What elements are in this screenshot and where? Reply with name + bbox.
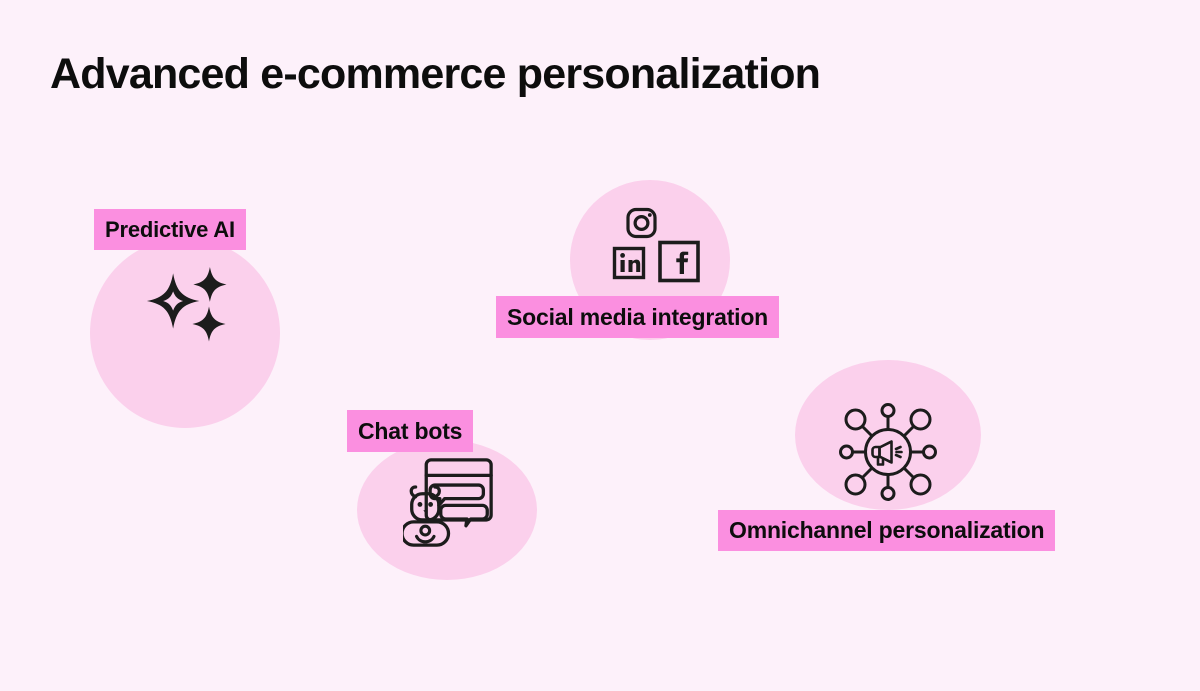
decorative-blob-chat-bots xyxy=(357,440,537,580)
instagram-icon xyxy=(626,207,657,239)
chatbot-icon xyxy=(403,455,495,550)
page-title: Advanced e-commerce personalization xyxy=(50,50,821,98)
badge-social-media-integration[interactable]: Social media integration xyxy=(496,296,780,338)
facebook-icon xyxy=(658,240,700,283)
decorative-blob-predictive-ai xyxy=(90,238,280,428)
linkedin-icon xyxy=(612,246,646,280)
omnichannel-megaphone-icon xyxy=(838,402,938,502)
badge-omnichannel-personalization[interactable]: Omnichannel personalization xyxy=(718,510,1056,551)
badge-chat-bots[interactable]: Chat bots xyxy=(347,410,474,452)
sparkles-icon xyxy=(140,255,232,347)
social-networks-icon xyxy=(600,200,705,290)
badge-predictive-ai[interactable]: Predictive AI xyxy=(94,209,246,250)
